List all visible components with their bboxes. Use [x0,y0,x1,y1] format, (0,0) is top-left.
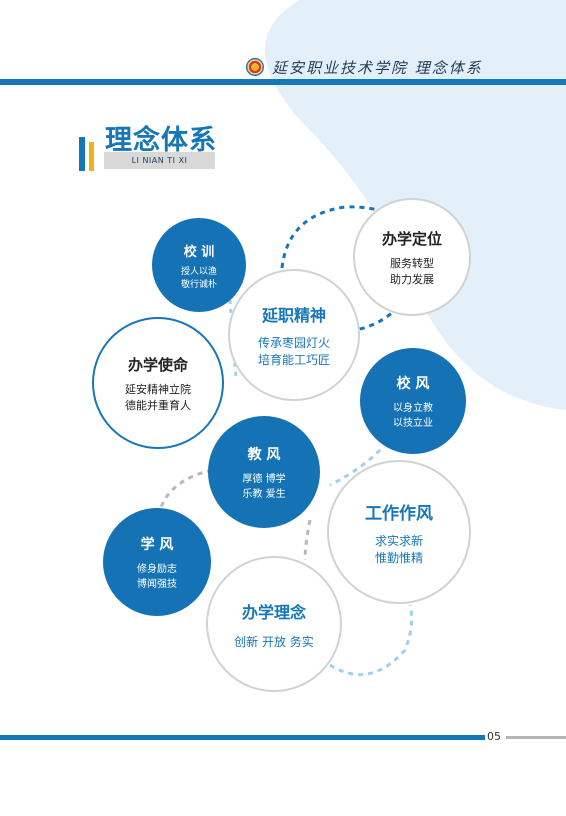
circle-xiaoxun-line-1: 授人以渔 [180,266,217,277]
circle-gongzuo-zuofeng-head: 工作作风 [365,503,433,524]
circle-xiaofeng-line-1: 以身立教 [393,403,433,414]
title-accent-yellow [89,142,94,171]
circle-xiaofeng-head: 校 风 [396,376,430,392]
connector-center-line [303,519,312,561]
circle-jiaofeng-head: 教 风 [247,447,281,463]
circle-banxue-dingwei: 办学定位 服务转型 助力发展 [353,198,471,316]
circle-xiaoxun: 校 训 授人以渔 敬行诚朴 [152,218,246,312]
connector-bottom-arc [329,604,414,677]
circle-jiaofeng: 教 风 厚德 博学 乐教 爱生 [208,416,320,528]
circle-banxue-shiming-line-2: 德能并重育人 [125,398,191,412]
circle-banxue-shiming-line-1: 延安精神立院 [125,382,191,396]
circle-jiaofeng-line-2: 乐教 爱生 [242,489,286,500]
header-text: 延安职业技术学院 理念体系 [272,59,483,77]
circle-xiaoxun-line-2: 敬行诚朴 [180,279,217,290]
circle-banxue-dingwei-line-2: 助力发展 [390,272,434,286]
circle-banxue-shiming-head: 办学使命 [127,355,188,374]
title-pinyin-box [104,152,215,169]
circle-xuefeng-line-1: 修身励志 [137,564,177,575]
circle-yanzhi-jingshen: 延职精神 传承枣园灯火 培育能工巧匠 [228,269,360,401]
footer-rule-grey [506,736,566,739]
circle-xiaoxun-head: 校 训 [183,244,215,260]
title-pinyin: LI NIAN TI XI [131,156,188,165]
circle-gongzuo-zuofeng-line-2: 惟勤惟精 [374,550,423,565]
circle-xuefeng-line-2: 博闻强技 [137,579,177,590]
circle-xiaofeng: 校 风 以身立教 以技立业 [360,348,466,454]
circle-banxue-dingwei-head: 办学定位 [381,229,442,248]
circle-yanzhi-jingshen-line-1: 传承枣园灯火 [257,336,330,350]
circle-gongzuo-zuofeng: 工作作风 求实求新 惟勤惟精 [327,460,471,604]
circle-jiaofeng-line-1: 厚德 博学 [242,474,286,485]
circle-yanzhi-jingshen-line-2: 培育能工巧匠 [257,353,330,367]
connector-right-arc [329,448,382,487]
college-logo-icon [246,58,264,76]
circle-yanzhi-jingshen-head: 延职精神 [261,306,326,325]
title-accent-blue [79,137,85,171]
circle-banxue-linian-line-1: 创新 开放 务实 [234,634,314,649]
header-rule [0,79,566,85]
circle-xuefeng-head: 学 风 [140,537,174,553]
circle-xuefeng: 学 风 修身励志 博闻强技 [103,508,211,616]
circle-banxue-linian: 办学理念 创新 开放 务实 [206,556,342,692]
circle-gongzuo-zuofeng-line-1: 求实求新 [374,533,423,548]
footer-rule [0,735,485,740]
circle-banxue-dingwei-line-1: 服务转型 [390,256,434,270]
circle-banxue-linian-head: 办学理念 [241,602,306,622]
circle-banxue-shiming: 办学使命 延安精神立院 德能并重育人 [92,317,224,449]
circle-xiaofeng-line-2: 以技立业 [393,418,433,429]
connector-left-arc [158,468,213,511]
page-title: 理念体系 [105,125,217,156]
page-number: 05 [487,730,501,743]
